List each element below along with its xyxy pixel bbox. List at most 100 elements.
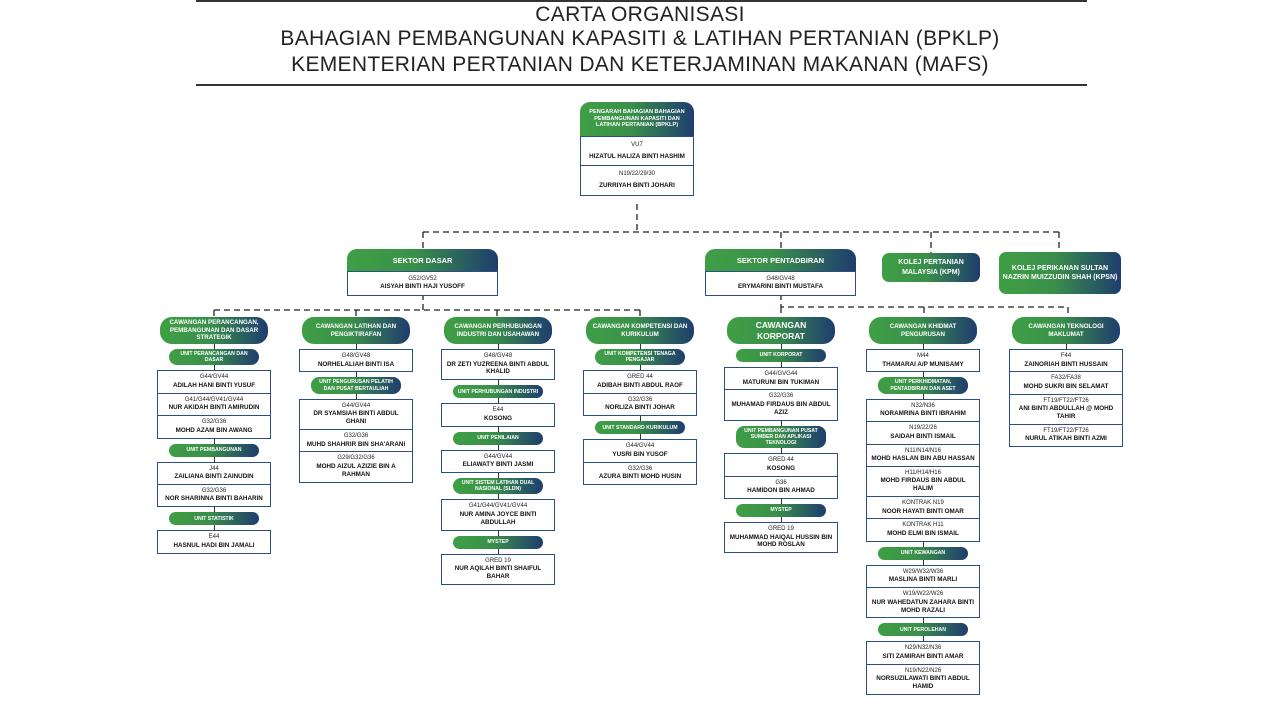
connector-line <box>213 507 215 513</box>
staff-name: SAIDAH BINTI ISMAIL <box>890 432 956 440</box>
connector-line <box>639 416 641 422</box>
staff-name: NOOR HAYATI BINTI OMAR <box>882 507 964 515</box>
staff-grade: N32/N36 <box>911 402 935 409</box>
connector-line <box>922 636 924 642</box>
staff-name: DR SYAMSIAH BINTI ABDUL GHANI <box>313 410 399 426</box>
staff-grade: G32/G36 <box>627 396 653 403</box>
chart-title: CARTA ORGANISASI <box>535 3 745 26</box>
connector-line <box>922 372 924 378</box>
staff-name: NORAMRINA BINTI IBRAHIM <box>880 410 966 418</box>
staff-grade: G36 <box>775 479 787 486</box>
staff-grade: F44 <box>1060 353 1072 359</box>
staff-name: THAMARAI A/P MUNISAMY <box>882 360 964 368</box>
staff-grade: W29/W32/W36 <box>902 568 944 575</box>
staff-name: MASLINA BINTI MARLI <box>888 576 958 584</box>
connector-line <box>497 426 499 432</box>
staff-grade: G29/G32/G36 <box>337 455 375 462</box>
director-name: HIZATUL HALIZA BINTI HASHIM <box>589 152 685 160</box>
staff-grade: GRED 19 <box>485 557 511 564</box>
staff-name: NUR WAHEDATUN ZAHARA BINTI MOHD RAZALI <box>871 598 975 614</box>
branch-column: CAWANGAN PERANCANGAN, PEMBANGUNAN DAN DA… <box>157 317 271 554</box>
staff-grade: KONTRAK H11 <box>902 522 944 529</box>
staff-grade: G32/G36 <box>627 465 653 472</box>
staff-grade: FT19/FT22/FT26 <box>1043 397 1089 404</box>
connector-line <box>497 530 499 536</box>
staff-name: ADIBAH BINTI ABDUL RAOF <box>597 381 683 389</box>
connector-line <box>922 559 924 565</box>
assistant-name: ZURRIYAH BINTI JOHARI <box>599 181 675 189</box>
branch-header: CAWANGAN KHIDMAT PENGURUSAN <box>869 317 977 344</box>
staff-name: MOHD HASLAN BIN ABU HASSAN <box>871 455 975 463</box>
connector-line <box>497 494 499 500</box>
staff-grade: G44/GV44 <box>625 443 655 450</box>
unit-label: UNIT KORPORAT <box>736 349 826 362</box>
staff-grade: G44/GV44 <box>483 453 513 460</box>
staff-grade: FT19/FT22/FT26 <box>1043 427 1089 434</box>
connector-line <box>355 344 357 349</box>
unit-label: UNIT PENILAIAN <box>453 431 543 445</box>
staff-grade: E44 <box>492 407 504 414</box>
branch-header: CAWANGAN LATIHAN DAN PENGIKTIRAFAN <box>302 317 410 344</box>
branch-header: CAWANGAN KORPORAT <box>727 317 835 344</box>
connector-line <box>639 434 641 440</box>
connector-line <box>497 548 499 554</box>
connector-line <box>639 344 641 349</box>
connector-line <box>780 344 782 349</box>
staff-grade: G32/G36 <box>768 393 794 400</box>
sector-dasar-title: SEKTOR DASAR <box>347 249 498 271</box>
staff-name: YUSRI BIN YUSOF <box>612 450 668 458</box>
staff-name: AZURA BINTI MOHD HUSIN <box>598 473 682 481</box>
connector-line <box>780 517 782 522</box>
staff-grade: G32/G36 <box>201 487 227 494</box>
branch-header: CAWANGAN PERHUBUNGAN INDUSTRI DAN USAHAW… <box>444 317 552 344</box>
connector-line <box>213 438 215 444</box>
college-kpsn: KOLEJ PERIKANAN SULTAN NAZRIN MUIZZUDIN … <box>999 252 1121 294</box>
staff-grade: E44 <box>208 534 220 541</box>
branch-header: CAWANGAN TEKNOLOGI MAKLUMAT <box>1012 317 1120 344</box>
staff-grade: N19/22/26 <box>909 425 937 432</box>
unit-label: UNIT PERANCANGAN DAN DASAR <box>169 349 259 366</box>
staff-name: ADILAH HANI BINTI YUSUF <box>172 381 256 389</box>
staff-grade: N11/N14/N16 <box>905 447 941 454</box>
unit-label: UNIT PEMBANGUNAN <box>169 443 259 457</box>
ministry-title: KEMENTERIAN PERTANIAN DAN KETERJAMINAN M… <box>291 53 989 76</box>
staff-grade: GRED 44 <box>627 374 653 381</box>
unit-label: UNIT PERHUBUNGAN INDUSTRI <box>453 385 543 399</box>
staff-grade: N29/N32/N36 <box>904 645 942 652</box>
connector-line <box>213 456 215 462</box>
unit-label: UNIT PERKHIDMATAN, PENTADBIRAN DAN ASET <box>878 377 968 394</box>
connector-line <box>780 448 782 454</box>
connector-line <box>922 618 924 624</box>
staff-grade: G48/GV48 <box>483 353 513 359</box>
